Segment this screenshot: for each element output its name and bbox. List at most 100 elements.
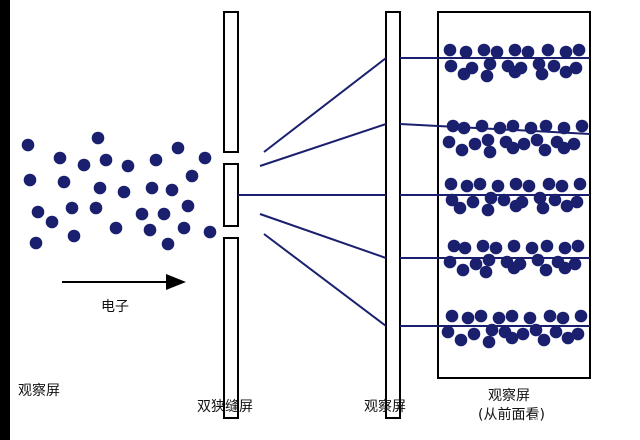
band-dot — [479, 265, 493, 279]
band-dot — [571, 239, 585, 253]
band-dot — [543, 309, 557, 323]
electron-dot — [53, 151, 67, 165]
electron-dot — [89, 201, 103, 215]
band-dot — [570, 195, 584, 209]
band-dot — [491, 179, 505, 193]
electron-dot — [117, 185, 131, 199]
band-dot — [476, 239, 490, 253]
band-dot — [481, 133, 495, 147]
band-dot — [521, 45, 535, 59]
electron-dot — [109, 221, 123, 235]
band-dot — [559, 65, 573, 79]
band-dot — [508, 65, 522, 79]
band-dot — [497, 193, 511, 207]
electron-dot — [157, 207, 171, 221]
slit-plate-bottom — [223, 237, 239, 419]
band-dot — [539, 119, 553, 133]
band-dot — [572, 43, 586, 57]
band-dot — [505, 331, 519, 345]
band-dot — [529, 323, 543, 337]
band-dot — [536, 201, 550, 215]
observation-screen-side — [385, 11, 401, 419]
electron-dot — [67, 229, 81, 243]
electron-dot — [181, 199, 195, 213]
band-dot — [523, 311, 537, 325]
ray-4 — [259, 213, 387, 259]
band-dot — [444, 59, 458, 73]
band-dot — [508, 43, 522, 57]
band-dot — [483, 145, 497, 159]
band-dot — [459, 45, 473, 59]
band-dot — [568, 257, 582, 271]
band-dot — [548, 193, 562, 207]
band-dot — [481, 203, 495, 217]
electron-dot — [121, 159, 135, 173]
electron-dot — [31, 205, 45, 219]
screen-left-label: 观察屏 — [18, 383, 60, 399]
band-dot — [457, 121, 471, 135]
band-dot — [444, 177, 458, 191]
ray-5 — [263, 233, 387, 327]
incoming-electrons — [21, 131, 217, 251]
band-dot — [443, 43, 457, 57]
band-dot — [484, 191, 498, 205]
ray-1 — [263, 57, 387, 153]
band-dot — [524, 121, 538, 135]
band-dot — [506, 141, 520, 155]
double-slit-label: 双狭缝屏 — [197, 399, 253, 415]
slit-plate-top — [223, 11, 239, 153]
electron-dot — [57, 175, 71, 189]
band-dot — [517, 137, 531, 151]
band-dot — [482, 253, 496, 267]
slit-plate-middle — [223, 163, 239, 227]
band-dot — [525, 241, 539, 255]
band-dot — [537, 333, 551, 347]
band-dot — [567, 137, 581, 151]
band-dot — [446, 119, 460, 133]
interference-bands — [441, 43, 589, 349]
band-dot — [474, 309, 488, 323]
electron-dot — [171, 141, 185, 155]
band-dot — [531, 253, 545, 267]
band-dot — [442, 135, 456, 149]
band-dot — [455, 143, 469, 157]
electron-dot — [198, 151, 212, 165]
band-dot — [443, 255, 457, 269]
band-dot — [466, 195, 480, 209]
electron-dot — [99, 153, 113, 167]
electron-dot — [65, 201, 79, 215]
band-dot — [482, 335, 496, 349]
band-dot — [469, 257, 483, 271]
band-dot — [539, 263, 553, 277]
screen-front-label: 观察屏 — [488, 388, 530, 404]
band-dot — [557, 121, 571, 135]
band-dot — [492, 311, 506, 325]
electron-dot — [91, 131, 105, 145]
band-dot — [453, 201, 467, 215]
band-dot — [560, 199, 574, 213]
band-dot — [559, 45, 573, 59]
electron-dot — [135, 207, 149, 221]
band-dot — [441, 325, 455, 339]
electron-dot — [21, 138, 35, 152]
band-dot — [477, 43, 491, 57]
band-dot — [538, 143, 552, 157]
band-dot — [541, 43, 555, 57]
band-dot — [457, 67, 471, 81]
electron-dot — [93, 181, 107, 195]
electron-label: 电子 — [101, 299, 129, 315]
band-dot — [509, 199, 523, 213]
band-dot — [561, 331, 575, 345]
left-border — [0, 0, 10, 440]
band-dot — [467, 327, 481, 341]
band-dot — [461, 311, 475, 325]
band-dot — [509, 177, 523, 191]
electron-dot — [177, 221, 191, 235]
band-dot — [556, 311, 570, 325]
band-dot — [475, 119, 489, 133]
electron-arrow — [62, 274, 186, 290]
band-dot — [533, 191, 547, 205]
band-dot — [445, 309, 459, 323]
electron-dot — [45, 215, 59, 229]
